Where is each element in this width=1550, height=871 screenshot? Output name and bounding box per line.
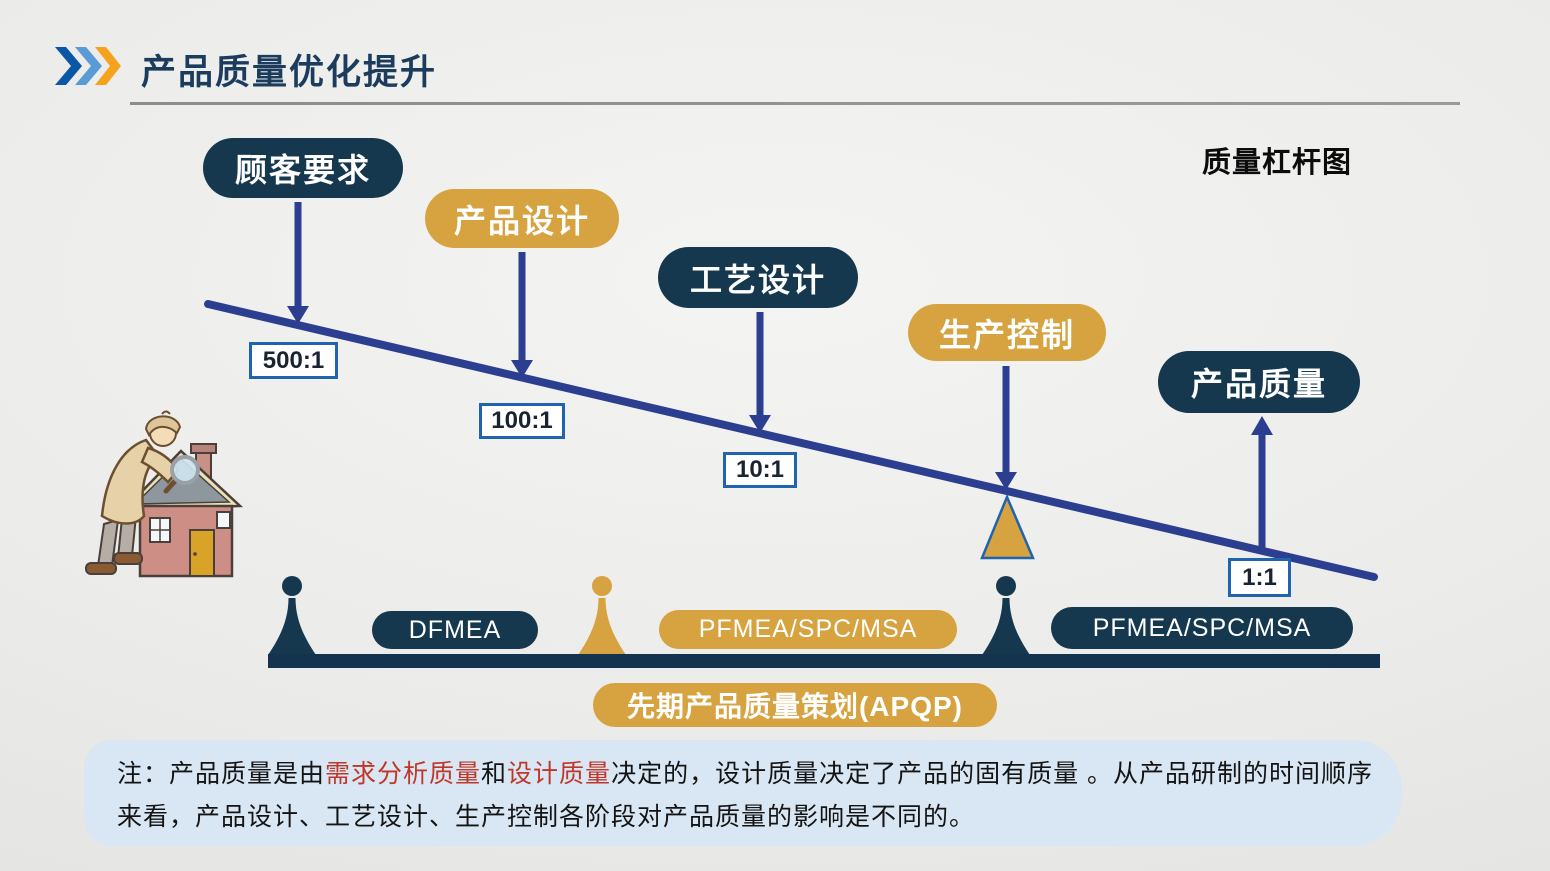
method-label: PFMEA/SPC/MSA	[698, 615, 918, 643]
ratio-box-10-1: 10:1	[723, 452, 797, 488]
method-label: DFMEA	[408, 615, 502, 644]
ratio-box-100-1: 100:1	[479, 403, 565, 439]
stage-label: 顾客要求	[234, 152, 371, 188]
note-text: 决定的，设计质量决定了产品的固有质量 。从产品研制的时间顺序	[611, 760, 1374, 788]
timeline-bar	[268, 654, 1380, 668]
method-pill-dfmea: DFMEA	[372, 611, 538, 649]
note-text-highlight: 需求分析质量	[325, 760, 482, 788]
note-box: 注：产品质量是由需求分析质量和设计质量决定的，设计质量决定了产品的固有质量 。从…	[84, 740, 1402, 846]
stage-pill-production-control: 生产控制	[908, 304, 1106, 361]
note-text: 和	[481, 760, 508, 788]
pin-gold	[578, 576, 626, 655]
fulcrum-triangle	[980, 493, 1035, 560]
pin-navy-1	[268, 576, 316, 655]
diagram-caption: 质量杠杆图	[1202, 147, 1353, 179]
arrow-production-control	[995, 366, 1017, 490]
note-text-highlight: 设计质量	[507, 760, 612, 788]
stage-pill-product-quality: 产品质量	[1158, 351, 1360, 413]
note-line-1: 注：产品质量是由需求分析质量和设计质量决定的，设计质量决定了产品的固有质量 。从…	[117, 753, 1402, 796]
stage-label: 生产控制	[938, 316, 1075, 353]
title-chevrons-icon	[55, 47, 121, 85]
arrow-product-design	[511, 252, 533, 378]
stage-label: 产品质量	[1190, 366, 1327, 402]
arrow-product-quality-up	[1251, 416, 1273, 553]
stage-pill-process-design: 工艺设计	[658, 247, 858, 308]
ratio-box-1-1: 1:1	[1228, 558, 1291, 597]
stage-label: 工艺设计	[689, 261, 826, 298]
method-label: PFMEA/SPC/MSA	[1092, 613, 1312, 642]
stage-label: 产品设计	[453, 202, 590, 239]
arrow-customer-requirements	[287, 202, 309, 324]
note-line-2: 来看，产品设计、工艺设计、生产控制各阶段对产品质量的影响是不同的。	[117, 803, 976, 831]
inspector-illustration	[85, 410, 244, 578]
apqp-pill: 先期产品质量策划(APQP)	[593, 683, 997, 727]
apqp-label: 先期产品质量策划(APQP)	[626, 691, 963, 722]
note-text: 注：产品质量是由	[117, 760, 326, 788]
ratio-box-500-1: 500:1	[249, 342, 338, 379]
pin-navy-2	[982, 576, 1030, 655]
stage-pill-product-design: 产品设计	[425, 189, 619, 248]
stage-pill-customer-requirements: 顾客要求	[203, 138, 403, 198]
page-title: 产品质量优化提升	[141, 53, 438, 92]
arrow-process-design	[749, 312, 771, 433]
lever-line	[204, 300, 1378, 581]
method-pill-pfmea-navy: PFMEA/SPC/MSA	[1051, 607, 1353, 649]
header-divider	[130, 102, 1460, 105]
method-pill-pfmea-gold: PFMEA/SPC/MSA	[659, 610, 957, 649]
